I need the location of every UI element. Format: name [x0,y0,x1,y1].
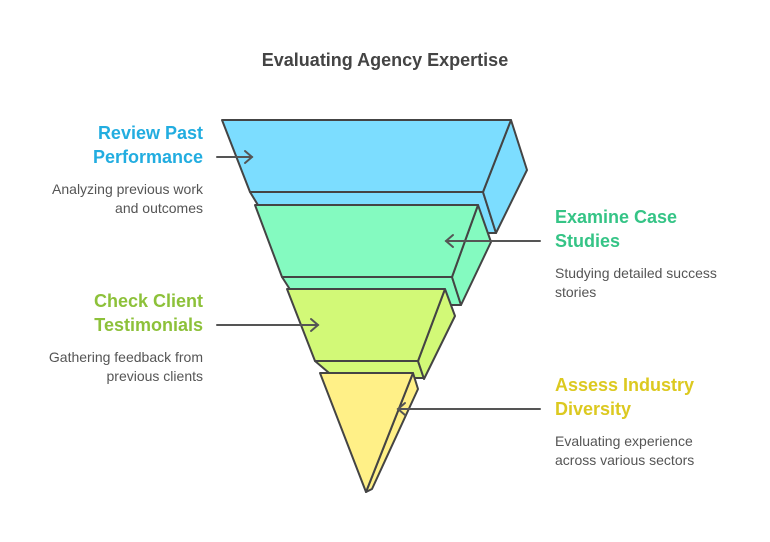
description-line: and outcomes [115,200,203,216]
description-line: across various sectors [555,452,695,468]
description-line: Evaluating experience [555,433,693,449]
arrow-4 [396,402,541,416]
heading-line: Performance [92,147,203,167]
stage-2-description: Studying detailed success stories [555,264,717,302]
stage-4-heading: Assess Industry Diversity [555,373,694,421]
heading-line: Diversity [555,399,632,419]
arrow-1 [216,150,254,164]
heading-line: Examine Case [555,207,678,227]
description-line: stories [555,284,597,300]
heading-line: Studies [555,231,621,251]
funnel-layer-3 [286,288,456,380]
stage-2-heading: Examine Case Studies [555,205,677,253]
stage-1-heading: Review Past Performance [93,121,203,169]
stage-1-description: Analyzing previous work and outcomes [52,180,203,218]
arrow-2 [444,234,541,248]
description-line: Gathering feedback from [48,349,203,365]
arrow-3 [216,318,320,332]
funnel-layer-4 [319,372,419,493]
stage-3-heading: Check Client Testimonials [94,289,203,337]
description-line: Studying detailed success [555,265,717,281]
stage-4-description: Evaluating experience across various sec… [555,432,694,470]
heading-line: Review Past [97,123,203,143]
description-line: Analyzing previous work [52,181,203,197]
diagram-title: Evaluating Agency Expertise [261,50,509,70]
heading-line: Check Client [93,291,203,311]
stage-3-description: Gathering feedback from previous clients [49,348,203,386]
heading-line: Assess Industry [555,375,695,395]
heading-line: Testimonials [94,315,203,335]
description-line: previous clients [106,368,204,384]
